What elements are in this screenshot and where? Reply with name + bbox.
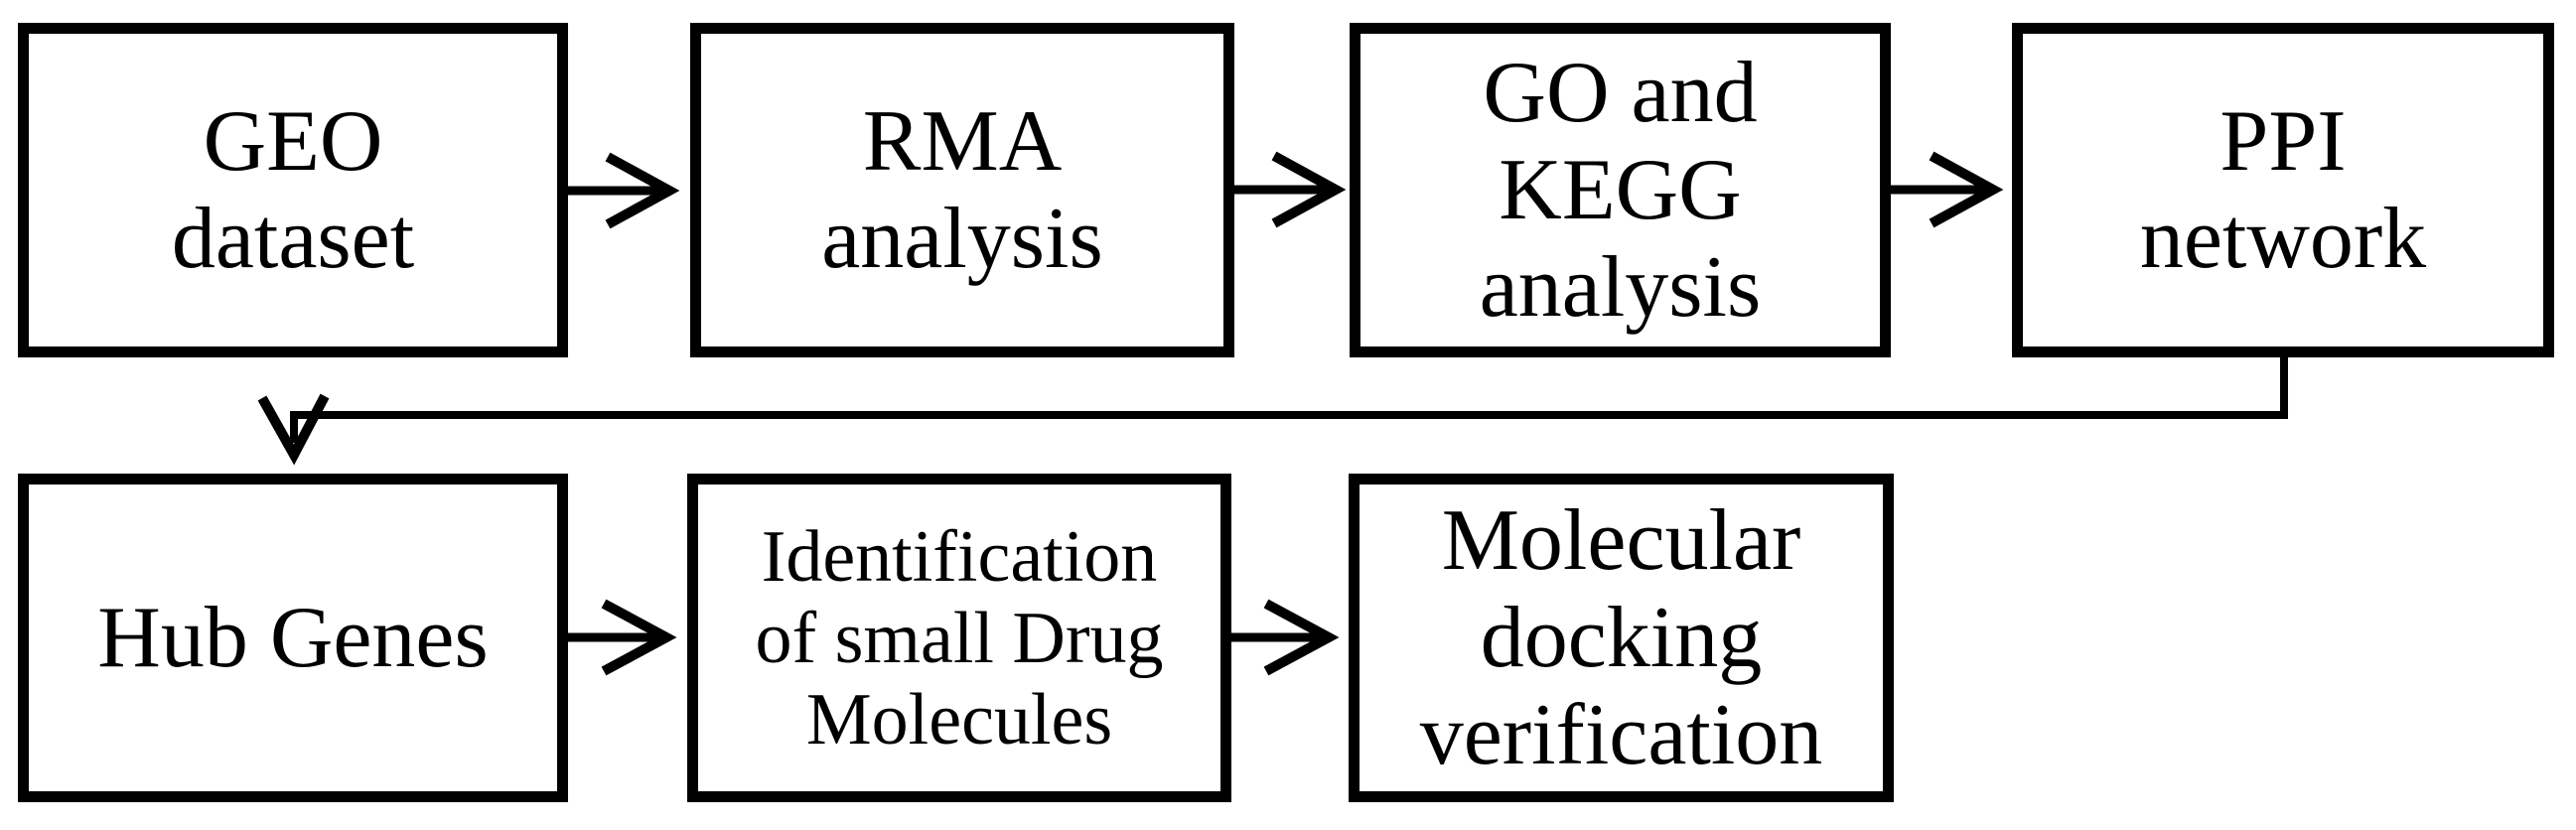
connector-ppi-to-hub <box>257 353 2288 466</box>
box-label-line: GEO <box>203 92 383 190</box>
box-ppi-network: PPI network <box>2012 23 2554 357</box>
box-rma-analysis: RMA analysis <box>690 23 1234 357</box>
box-go-kegg-analysis: GO and KEGG analysis <box>1350 23 1891 357</box>
box-label-line: KEGG <box>1499 141 1742 238</box>
box-label-line: Identification <box>761 515 1158 598</box>
arrow-drug-to-docking <box>1231 599 1340 676</box>
box-label-line: dataset <box>171 190 415 287</box>
box-label-line: Molecular <box>1441 491 1801 589</box>
box-hub-genes: Hub Genes <box>18 474 568 802</box>
box-label-line: RMA <box>862 92 1063 190</box>
arrow-rma-to-gokegg <box>1234 151 1347 228</box>
arrow-head-icon <box>1271 151 1347 228</box>
box-label-line: of small Drug <box>755 597 1164 679</box>
box-label-line: docking <box>1480 589 1763 686</box>
box-geo-dataset: GEO dataset <box>18 23 568 357</box>
box-label-line: Hub Genes <box>97 589 489 686</box>
box-label-line: Molecules <box>805 678 1113 761</box>
arrow-head-icon <box>601 599 677 676</box>
box-molecular-docking: Molecular docking verification <box>1349 474 1894 802</box>
arrow-head-icon <box>605 152 680 229</box>
box-label-line: GO and <box>1483 44 1758 141</box>
arrow-geo-to-rma <box>568 152 680 229</box>
arrow-head-icon <box>257 393 330 466</box>
arrow-hub-to-drug <box>568 599 677 676</box>
box-drug-molecules: Identification of small Drug Molecules <box>687 474 1231 802</box>
box-label-line: network <box>2139 190 2427 287</box>
arrow-head-icon <box>1929 151 2004 228</box>
arrow-head-icon <box>1263 599 1340 676</box>
connector-elbow <box>290 353 2288 443</box>
box-label-line: analysis <box>821 190 1103 287</box>
arrow-gokegg-to-ppi <box>1889 151 2004 228</box>
box-label-line: analysis <box>1479 238 1762 336</box>
box-label-line: verification <box>1419 686 1823 783</box>
box-label-line: PPI <box>2219 92 2347 190</box>
